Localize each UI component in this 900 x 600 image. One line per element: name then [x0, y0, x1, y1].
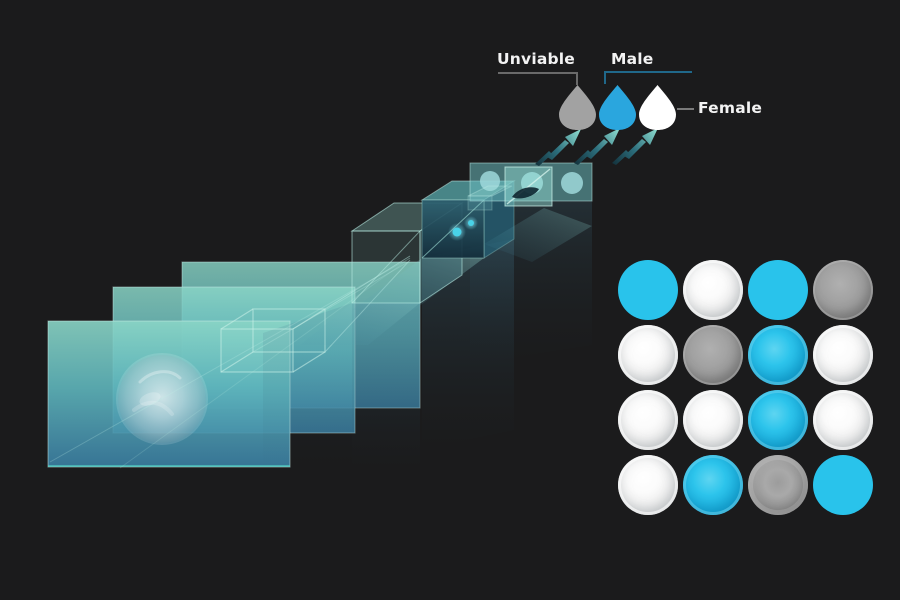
feature-map-circle: [561, 172, 583, 194]
egg-top-r2c4-female: [812, 324, 873, 385]
egg-top-r2c3-male-egg: [747, 324, 808, 385]
egg-male-icon: [599, 85, 636, 130]
egg-top-r2c2-unviable: [682, 324, 743, 385]
swoosh-arrow-icon: [535, 129, 581, 166]
egg-top-r2c1-female: [617, 324, 678, 385]
classification-arrows: [535, 128, 658, 166]
label-unviable: Unviable: [497, 50, 576, 68]
swoosh-arrow-icon: [612, 128, 658, 165]
embryo-circle: [116, 353, 208, 445]
feature-map-circle: [480, 171, 500, 191]
egg-top-r4c4-male-flat: [812, 454, 873, 515]
egg-female-icon: [639, 85, 676, 130]
ramp-slab-upper: [484, 208, 592, 262]
egg-top-r3c4-female: [812, 389, 873, 450]
egg-unviable-icon: [559, 85, 596, 130]
class-eggs: [559, 85, 676, 130]
detection-window: [504, 166, 553, 207]
ramp-slab-mid: [352, 258, 484, 310]
label-female: Female: [698, 99, 763, 117]
label-leader-lines: [498, 71, 694, 110]
egg-top-r4c3-unviable-egg: [747, 454, 808, 515]
egg-top-r3c1-female: [617, 389, 678, 450]
label-male: Male: [611, 50, 654, 68]
male-leader-line: [604, 71, 692, 84]
egg-grid: [615, 257, 875, 517]
swoosh-arrow-icon: [574, 128, 620, 165]
activation-dot: [468, 220, 474, 226]
egg-top-r3c2-female: [682, 389, 743, 450]
activation-dot: [452, 227, 462, 237]
egg-top-r1c2-female: [682, 259, 743, 320]
egg-top-r4c2-male-egg: [682, 454, 743, 515]
ramp-slab-lower: [300, 303, 420, 345]
egg-top-r1c4-unviable: [812, 259, 873, 320]
feature-map-layer: [467, 162, 593, 211]
embryo-silhouette: [512, 187, 539, 199]
receptive-field-box: [220, 308, 326, 373]
egg-top-r4c1-female: [617, 454, 678, 515]
egg-top-r1c1-male-flat: [617, 259, 678, 320]
unviable-leader-line: [498, 72, 578, 85]
egg-top-r1c3-male-flat: [747, 259, 808, 320]
egg-top-r3c3-male-egg: [747, 389, 808, 450]
